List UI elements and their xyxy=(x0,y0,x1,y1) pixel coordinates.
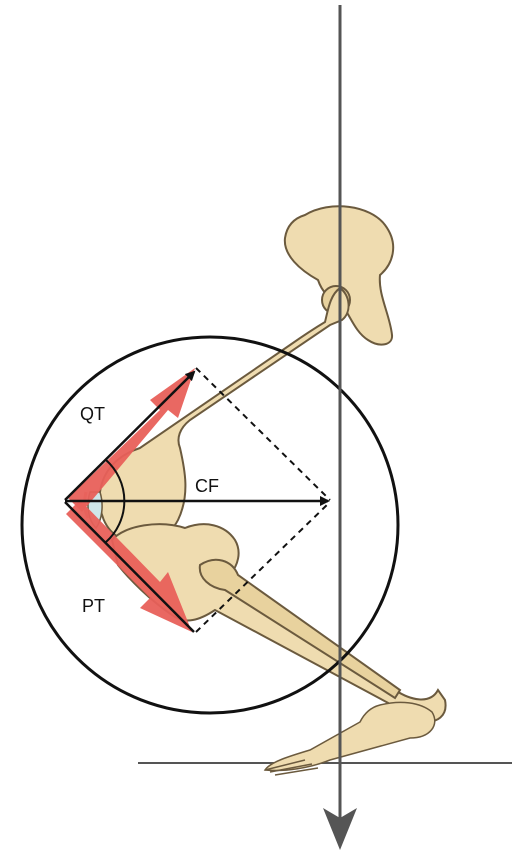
foot-bones xyxy=(265,702,435,775)
label-cf: CF xyxy=(195,476,219,496)
femur-bone xyxy=(100,288,349,542)
label-qt: QT xyxy=(80,404,105,424)
gravity-line-arrow xyxy=(323,5,357,850)
label-pt: PT xyxy=(82,596,105,616)
